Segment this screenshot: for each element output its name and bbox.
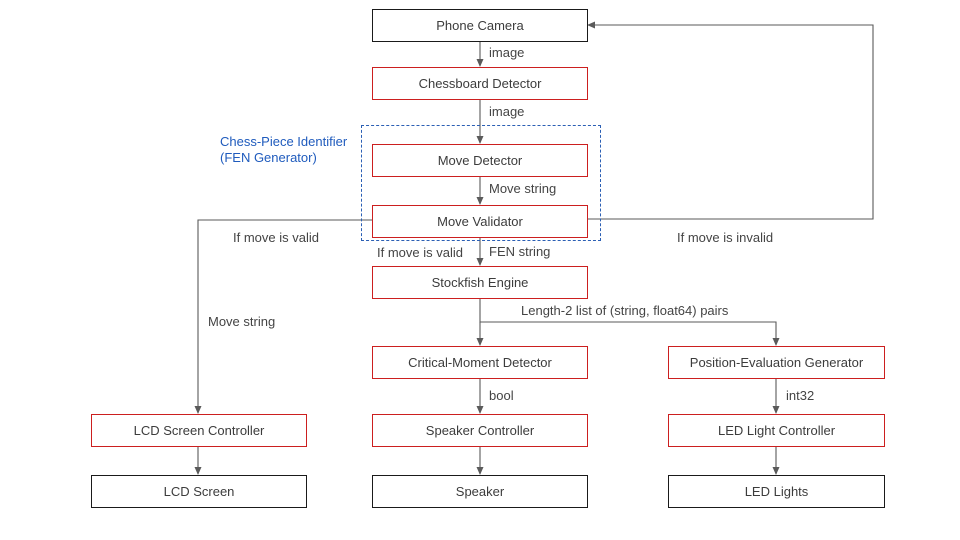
group-title-line-2: (FEN Generator) — [220, 150, 317, 165]
phone-camera-node: Phone Camera — [372, 9, 588, 42]
chessboard-detector-node: Chessboard Detector — [372, 67, 588, 100]
arrow-validator-to-camera — [587, 21, 874, 220]
critical-moment-detector-node: Critical-Moment Detector — [372, 346, 588, 379]
lcd-screen-controller-node: LCD Screen Controller — [91, 414, 307, 447]
label-int32: int32 — [786, 388, 815, 403]
label-valid-left: If move is valid — [233, 230, 319, 245]
group-title-line-1: Chess-Piece Identifier — [220, 134, 348, 149]
led-lights-node: LED Lights — [668, 475, 885, 508]
label-stockfish-output: Length-2 list of (string, float64) pairs — [521, 303, 729, 318]
group-title: Chess-Piece Identifier (FEN Generator) — [220, 134, 347, 166]
label-fen-string: FEN string — [489, 244, 551, 259]
chess-piece-identifier-group — [361, 125, 601, 241]
label-move-string: Move string — [489, 181, 557, 196]
label-valid-down: If move is valid — [377, 245, 463, 260]
label-camera-image: image — [489, 45, 525, 60]
speaker-controller-node: Speaker Controller — [372, 414, 588, 447]
arrow-validator-to-lcd-controller — [194, 219, 372, 414]
label-invalid: If move is invalid — [677, 230, 774, 245]
move-detector-node: Move Detector — [372, 144, 588, 177]
led-light-controller-node: LED Light Controller — [668, 414, 885, 447]
position-evaluation-generator-node: Position-Evaluation Generator — [668, 346, 885, 379]
label-detector-image: image — [489, 104, 525, 119]
lcd-screen-node: LCD Screen — [91, 475, 307, 508]
speaker-node: Speaker — [372, 475, 588, 508]
arrow-stockfish-split — [479, 299, 780, 346]
move-validator-node: Move Validator — [372, 205, 588, 238]
stockfish-engine-node: Stockfish Engine — [372, 266, 588, 299]
label-bool: bool — [489, 388, 514, 403]
label-lcd-move-string: Move string — [208, 314, 276, 329]
